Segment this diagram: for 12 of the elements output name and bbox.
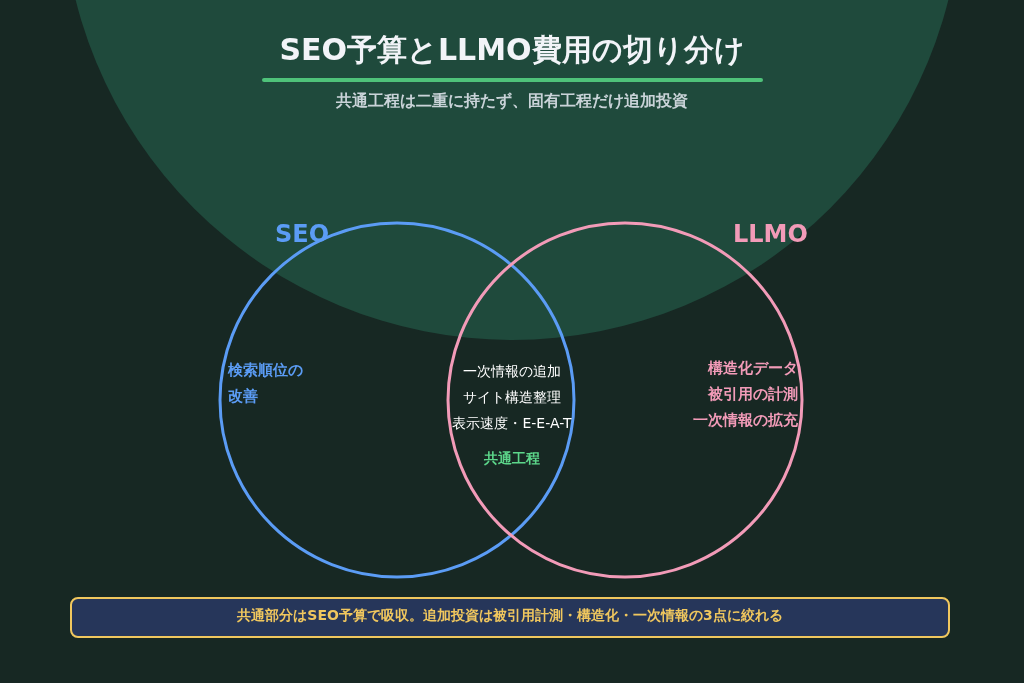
circle-heading: SEO [275, 220, 330, 248]
overlap-text: 一次情報の追加 [463, 363, 561, 381]
overlap-text: サイト構造整理 [463, 389, 561, 407]
circle-heading: LLMO [733, 220, 808, 248]
title: SEO予算とLLMO費用の切り分け [278, 31, 746, 69]
overlap-label: 共通工程 [484, 450, 540, 468]
subtitle: 共通工程は二重に持たず、固有工程だけ追加投資 [336, 91, 688, 112]
circle-text: 一次情報の拡充 [693, 410, 798, 431]
circle-text: 構造化データ [708, 358, 798, 379]
summary-banner: 共通部分はSEO予算で吸収。追加投資は被引用計測・構造化・一次情報の3点に絞れる [70, 597, 950, 638]
circle-text: 検索順位の改善 [228, 360, 304, 407]
circle-text: 被引用の計測 [708, 384, 798, 405]
